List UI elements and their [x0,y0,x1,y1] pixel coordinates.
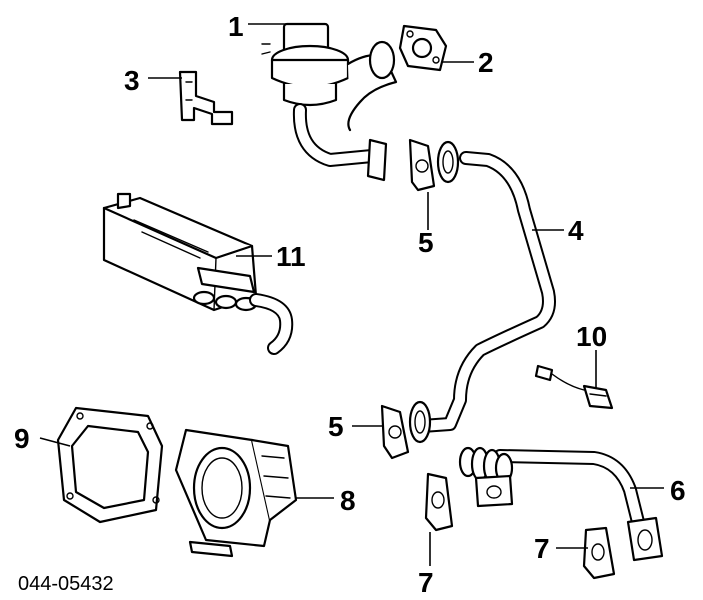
callout-6: 6 [670,475,686,506]
callout-1: 1 [228,11,244,42]
callout-9: 9 [14,423,30,454]
callout-7-left: 7 [418,567,434,598]
pipe-gasket-upper [408,138,436,192]
egr-valve-gasket [398,24,448,72]
vacuum-canister [102,192,294,355]
callout-3: 3 [124,65,140,96]
throttle-body-gasket [56,406,164,524]
leader-lines [39,23,664,566]
mounting-bracket [178,70,234,126]
pipe-gasket-lower [380,404,410,460]
callout-8: 8 [340,485,356,516]
callout-5-lower: 5 [328,411,344,442]
diagram-code: 044-05432 [18,573,114,595]
egr-valve [261,22,398,182]
pipe-flange-gasket-left [424,472,454,532]
corrugated-egr-pipe [458,446,664,562]
pipe-flange-gasket-right [582,526,616,580]
throttle-body [174,428,298,558]
callout-5-upper: 5 [418,227,434,258]
egr-pipe [408,140,556,444]
callout-4: 4 [568,215,584,246]
egr-temperature-sensor [534,364,614,410]
callout-7-right: 7 [534,533,550,564]
callout-2: 2 [478,47,494,78]
callout-11: 11 [276,241,306,272]
callout-10: 10 [576,321,607,352]
